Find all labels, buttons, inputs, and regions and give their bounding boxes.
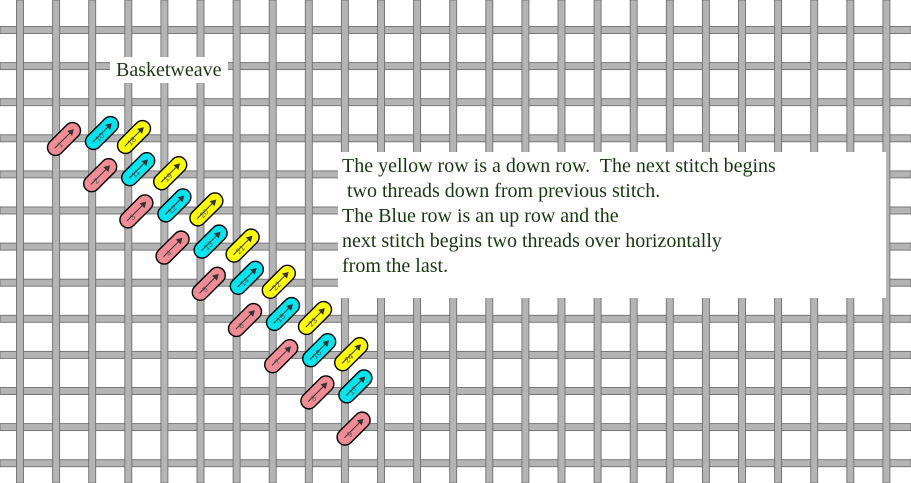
note-line: The yellow row is a down row. The next s…	[342, 154, 886, 179]
vertical-thread	[17, 0, 24, 483]
blue-stitch: 11	[118, 149, 158, 189]
note-line: The Blue row is an up row and the	[342, 204, 886, 229]
blue-stitch: 10	[82, 113, 122, 153]
explanation-note: The yellow row is a down row. The next s…	[338, 152, 886, 298]
note-line: two threads down from previous stitch.	[342, 179, 886, 204]
vertical-thread	[89, 0, 96, 483]
title-label: Basketweave	[110, 57, 228, 83]
vertical-thread	[53, 0, 60, 483]
note-line: from the last.	[342, 254, 886, 279]
note-line: next stitch begins two threads over hori…	[342, 229, 886, 254]
vertical-thread	[305, 0, 312, 483]
vertical-thread	[269, 0, 276, 483]
